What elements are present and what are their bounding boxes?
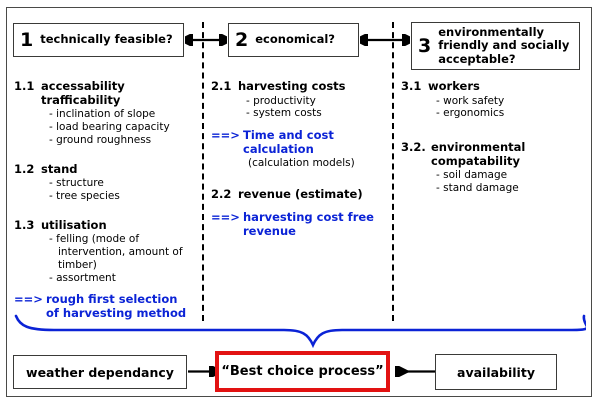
list-item: - system costs [246, 107, 322, 120]
criteria-item-1-1-title: accessability trafficability [41, 79, 125, 107]
list-item: - assortment [49, 271, 116, 284]
weather-dependancy-label: weather dependancy [26, 364, 174, 380]
list-item: - ground roughness [49, 133, 152, 146]
column-divider-1 [202, 22, 204, 321]
question-box-2-number: 2 [235, 28, 249, 51]
conclusion-2-2-text: harvesting cost free revenue [243, 209, 374, 238]
best-choice-process-box[interactable]: “Best choice process” [215, 351, 390, 392]
criteria-item-1-3-number: 1.3 [14, 217, 35, 232]
criteria-column-3: 3.1 workers - work safety - ergonomics 3… [401, 79, 581, 197]
list-item: - soil damage [436, 169, 508, 182]
question-box-1-number: 1 [20, 28, 34, 51]
question-box-2-label: economical? [255, 32, 335, 47]
list-item: - work safety [436, 94, 505, 107]
list-item: - structure [49, 177, 104, 190]
criteria-item-1-3-bullets: - felling (mode of intervention, amount … [14, 233, 194, 284]
criteria-item-1-3-head: 1.3 utilisation [14, 217, 194, 233]
criteria-item-3-1-number: 3.1 [401, 79, 422, 93]
conclusion-2-2: ==> harvesting cost free revenue [211, 209, 386, 239]
criteria-column-1: 1.1 accessability trafficability - incli… [14, 79, 194, 321]
criteria-item-1-2: 1.2 stand - structure - tree species [14, 161, 194, 203]
criteria-item-1-1-head: 1.1 accessability trafficability [14, 79, 194, 107]
criteria-item-2-1-number: 2.1 [211, 79, 232, 93]
criteria-item-1-2-head: 1.2 stand [14, 161, 194, 177]
spacer [14, 205, 194, 219]
conclusion-2-1-note: (calculation models) [248, 156, 355, 169]
column-divider-2 [392, 22, 394, 321]
arrow-marker-icon: ==> [14, 292, 43, 307]
criteria-item-3-2-number: 3.2. [401, 140, 426, 155]
criteria-item-2-1-head: 2.1 harvesting costs [211, 79, 386, 94]
criteria-item-2-2-number: 2.2 [211, 187, 232, 202]
arrow-marker-icon: ==> [211, 128, 240, 143]
criteria-item-2-2-head: 2.2 revenue (estimate) [211, 188, 386, 202]
question-box-2[interactable]: 2 economical? [228, 23, 359, 57]
conclusion-2-1-text: Time and cost calculation [243, 128, 334, 156]
arrow-icon-availability-to-best [394, 366, 436, 377]
availability-box[interactable]: availability [435, 354, 557, 390]
criteria-item-3-1-head: 3.1 workers [401, 79, 581, 94]
criteria-item-1-1-number: 1.1 [14, 79, 35, 93]
criteria-item-3-1: 3.1 workers - work safety - ergonomics [401, 79, 581, 121]
conclusion-2-1: ==> Time and cost calculation [211, 128, 386, 157]
criteria-item-3-2: 3.2. environmental compatability - soil … [401, 140, 581, 195]
criteria-item-2-2: 2.2 revenue (estimate) [211, 188, 386, 202]
list-item: - inclination of slope [49, 108, 156, 121]
criteria-column-2: 2.1 harvesting costs - productivity - sy… [211, 79, 386, 239]
availability-label: availability [457, 364, 535, 380]
blue-convergence-brace [14, 314, 586, 349]
spacer [14, 149, 194, 163]
list-item: - ergonomics [436, 107, 505, 120]
question-box-1[interactable]: 1 technically feasible? [13, 23, 184, 57]
conclusion-1-1: ==> rough first selection of harvesting … [14, 293, 194, 321]
weather-dependancy-box[interactable]: weather dependancy [13, 355, 187, 389]
list-item: - tree species [49, 189, 120, 202]
criteria-item-2-2-title: revenue (estimate) [238, 187, 363, 202]
arrow-icon-weather-to-best [188, 366, 216, 377]
criteria-item-2-1-bullets: - productivity - system costs [211, 95, 386, 121]
question-box-3-number: 3 [418, 34, 432, 57]
criteria-item-3-2-head: 3.2. environmental compatability [401, 140, 581, 168]
criteria-item-1-2-title: stand [41, 161, 78, 176]
arrow-marker-icon: ==> [211, 209, 240, 224]
double-arrow-icon-2-3 [360, 34, 410, 46]
list-item: - felling (mode of intervention, amount … [49, 233, 183, 271]
question-box-3-label: environmentally friendly and socially ac… [438, 24, 570, 66]
criteria-item-3-2-bullets: - soil damage - stand damage [401, 169, 581, 195]
criteria-item-2-1-title: harvesting costs [238, 79, 346, 93]
criteria-item-2-1: 2.1 harvesting costs - productivity - sy… [211, 79, 386, 121]
criteria-item-1-1-bullets: - inclination of slope - load bearing ca… [14, 108, 194, 146]
criteria-item-1-1: 1.1 accessability trafficability - incli… [14, 79, 194, 147]
list-item: - productivity [246, 94, 316, 107]
conclusion-1-1-text: rough first selection of harvesting meth… [46, 292, 187, 321]
spacer [211, 169, 386, 188]
criteria-item-1-3: 1.3 utilisation - felling (mode of inter… [14, 217, 194, 285]
criteria-item-3-1-title: workers [428, 79, 480, 93]
criteria-item-3-1-bullets: - work safety - ergonomics [401, 95, 581, 121]
double-arrow-icon-1-2 [185, 34, 227, 46]
criteria-item-1-2-bullets: - structure - tree species [14, 177, 194, 203]
question-box-3[interactable]: 3 environmentally friendly and socially … [411, 22, 580, 70]
spacer [401, 122, 581, 141]
question-box-1-label: technically feasible? [40, 32, 173, 47]
criteria-item-3-2-title: environmental compatability [431, 140, 526, 168]
best-choice-process-label: “Best choice process” [221, 364, 384, 379]
list-item: - stand damage [436, 182, 519, 195]
criteria-item-1-3-title: utilisation [41, 217, 107, 232]
list-item: - load bearing capacity [49, 120, 170, 133]
criteria-item-1-2-number: 1.2 [14, 161, 35, 176]
diagram-outer-frame [6, 7, 592, 397]
